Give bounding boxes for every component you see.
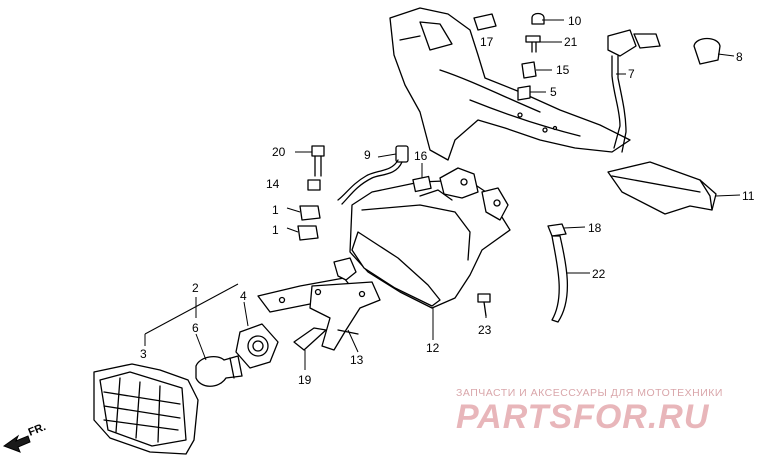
front-direction-indicator: FR. [2,421,48,453]
callout-12: 12 [426,341,440,355]
callout-9: 9 [364,148,371,162]
callout-20: 20 [272,145,286,159]
callout-7: 7 [628,67,635,81]
front-arrow-icon [2,434,31,453]
upper-fairing-stay [389,7,631,161]
callout-18: 18 [588,221,602,235]
watermark-caption: ЗАПЧАСТИ И АКСЕССУАРЫ ДЛЯ МОТОТЕХНИКИ [456,387,723,399]
label-sticker [473,13,497,31]
callout-11: 11 [742,189,755,203]
callout-1a: 1 [272,203,279,217]
callout-13: 13 [350,353,364,367]
callout-19: 19 [298,373,312,387]
front-label: FR. [27,421,48,439]
callout-21: 21 [564,35,578,49]
indicator-cap [693,37,721,65]
callout-22: 22 [592,267,606,281]
callout-3: 3 [140,347,147,361]
mount-bolt [477,293,491,317]
callout-15: 15 [556,63,570,77]
callout-6: 6 [192,321,199,335]
halogen-bulb [195,355,243,387]
watermark: ЗАПЧАСТИ И АКСЕССУАРЫ ДЛЯ МОТОТЕХНИКИ PA… [456,387,723,436]
callout-2: 2 [192,281,199,295]
callout-10: 10 [568,14,582,28]
headlight-bracket [257,257,381,351]
front-side-cover [607,161,717,215]
callout-14: 14 [266,177,280,191]
bolt-stack-left [297,145,325,241]
caution-label [412,175,432,193]
small-fasteners-top [517,12,545,101]
socket-wire [337,145,409,205]
headlight-unit [93,363,199,455]
callout-leaders [144,19,741,370]
callout-16: 16 [414,149,428,163]
callout-8: 8 [736,50,743,64]
hose-and-clip [547,223,568,323]
callout-23: 23 [478,323,492,337]
ignition-switch [607,29,661,153]
callout-4: 4 [240,289,247,303]
headlight-case [349,167,511,309]
callout-17: 17 [480,35,494,49]
callout-5: 5 [550,85,557,99]
callout-labels: 1 1 2 3 4 5 6 7 8 9 10 11 12 13 14 15 16… [140,14,755,387]
watermark-brand: PARTSFOR.RU [456,398,710,436]
callout-1b: 1 [272,223,279,237]
bulb-socket [235,323,279,369]
adjuster-bracket [293,327,327,351]
